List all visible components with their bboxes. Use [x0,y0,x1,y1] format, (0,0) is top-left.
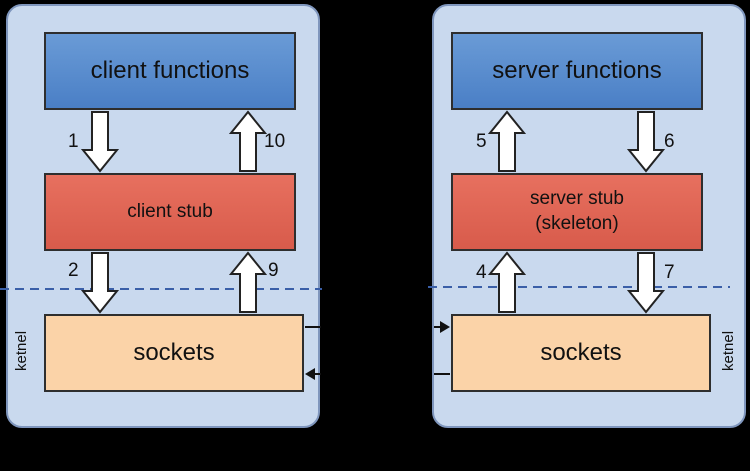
server-sockets-label: sockets [540,339,622,366]
client-stub-box: client stub [44,173,296,251]
step-number-1: 1 [68,131,79,152]
server-stub-label-line2: (skeleton) [535,213,619,234]
network-out-arrowhead [440,321,450,333]
network-in-arrowhead [305,368,315,380]
server-sockets-box: sockets [451,314,711,392]
client-kernel-label: ketnel [13,330,30,371]
step-number-5: 5 [476,131,487,152]
arrow-step-9 [228,251,268,313]
arrow-step-6 [626,111,666,173]
arrow-step-4 [487,251,527,313]
server-kernel-label: ketnel [720,330,737,371]
client-sockets-label: sockets [133,339,215,366]
server-stub-box: server stub (skeleton) [451,173,703,251]
client-stub-label: client stub [127,200,213,222]
step-number-10: 10 [264,131,286,152]
arrow-step-1 [80,111,120,173]
step-number-2: 2 [68,260,79,281]
client-functions-box: client functions [44,32,296,110]
arrow-step-2 [80,252,120,314]
server-stub-label-line1: server stub [530,188,624,210]
server-functions-box: server functions [451,32,703,110]
client-sockets-box: sockets [44,314,304,392]
step-number-4: 4 [476,262,487,283]
step-number-6: 6 [664,131,675,152]
arrow-step-10 [228,110,268,172]
arrow-step-7 [626,252,666,314]
step-number-7: 7 [664,262,675,283]
step-number-9: 9 [268,260,279,281]
client-functions-label: client functions [90,57,250,84]
server-functions-label: server functions [492,57,662,84]
arrow-step-5 [487,110,527,172]
